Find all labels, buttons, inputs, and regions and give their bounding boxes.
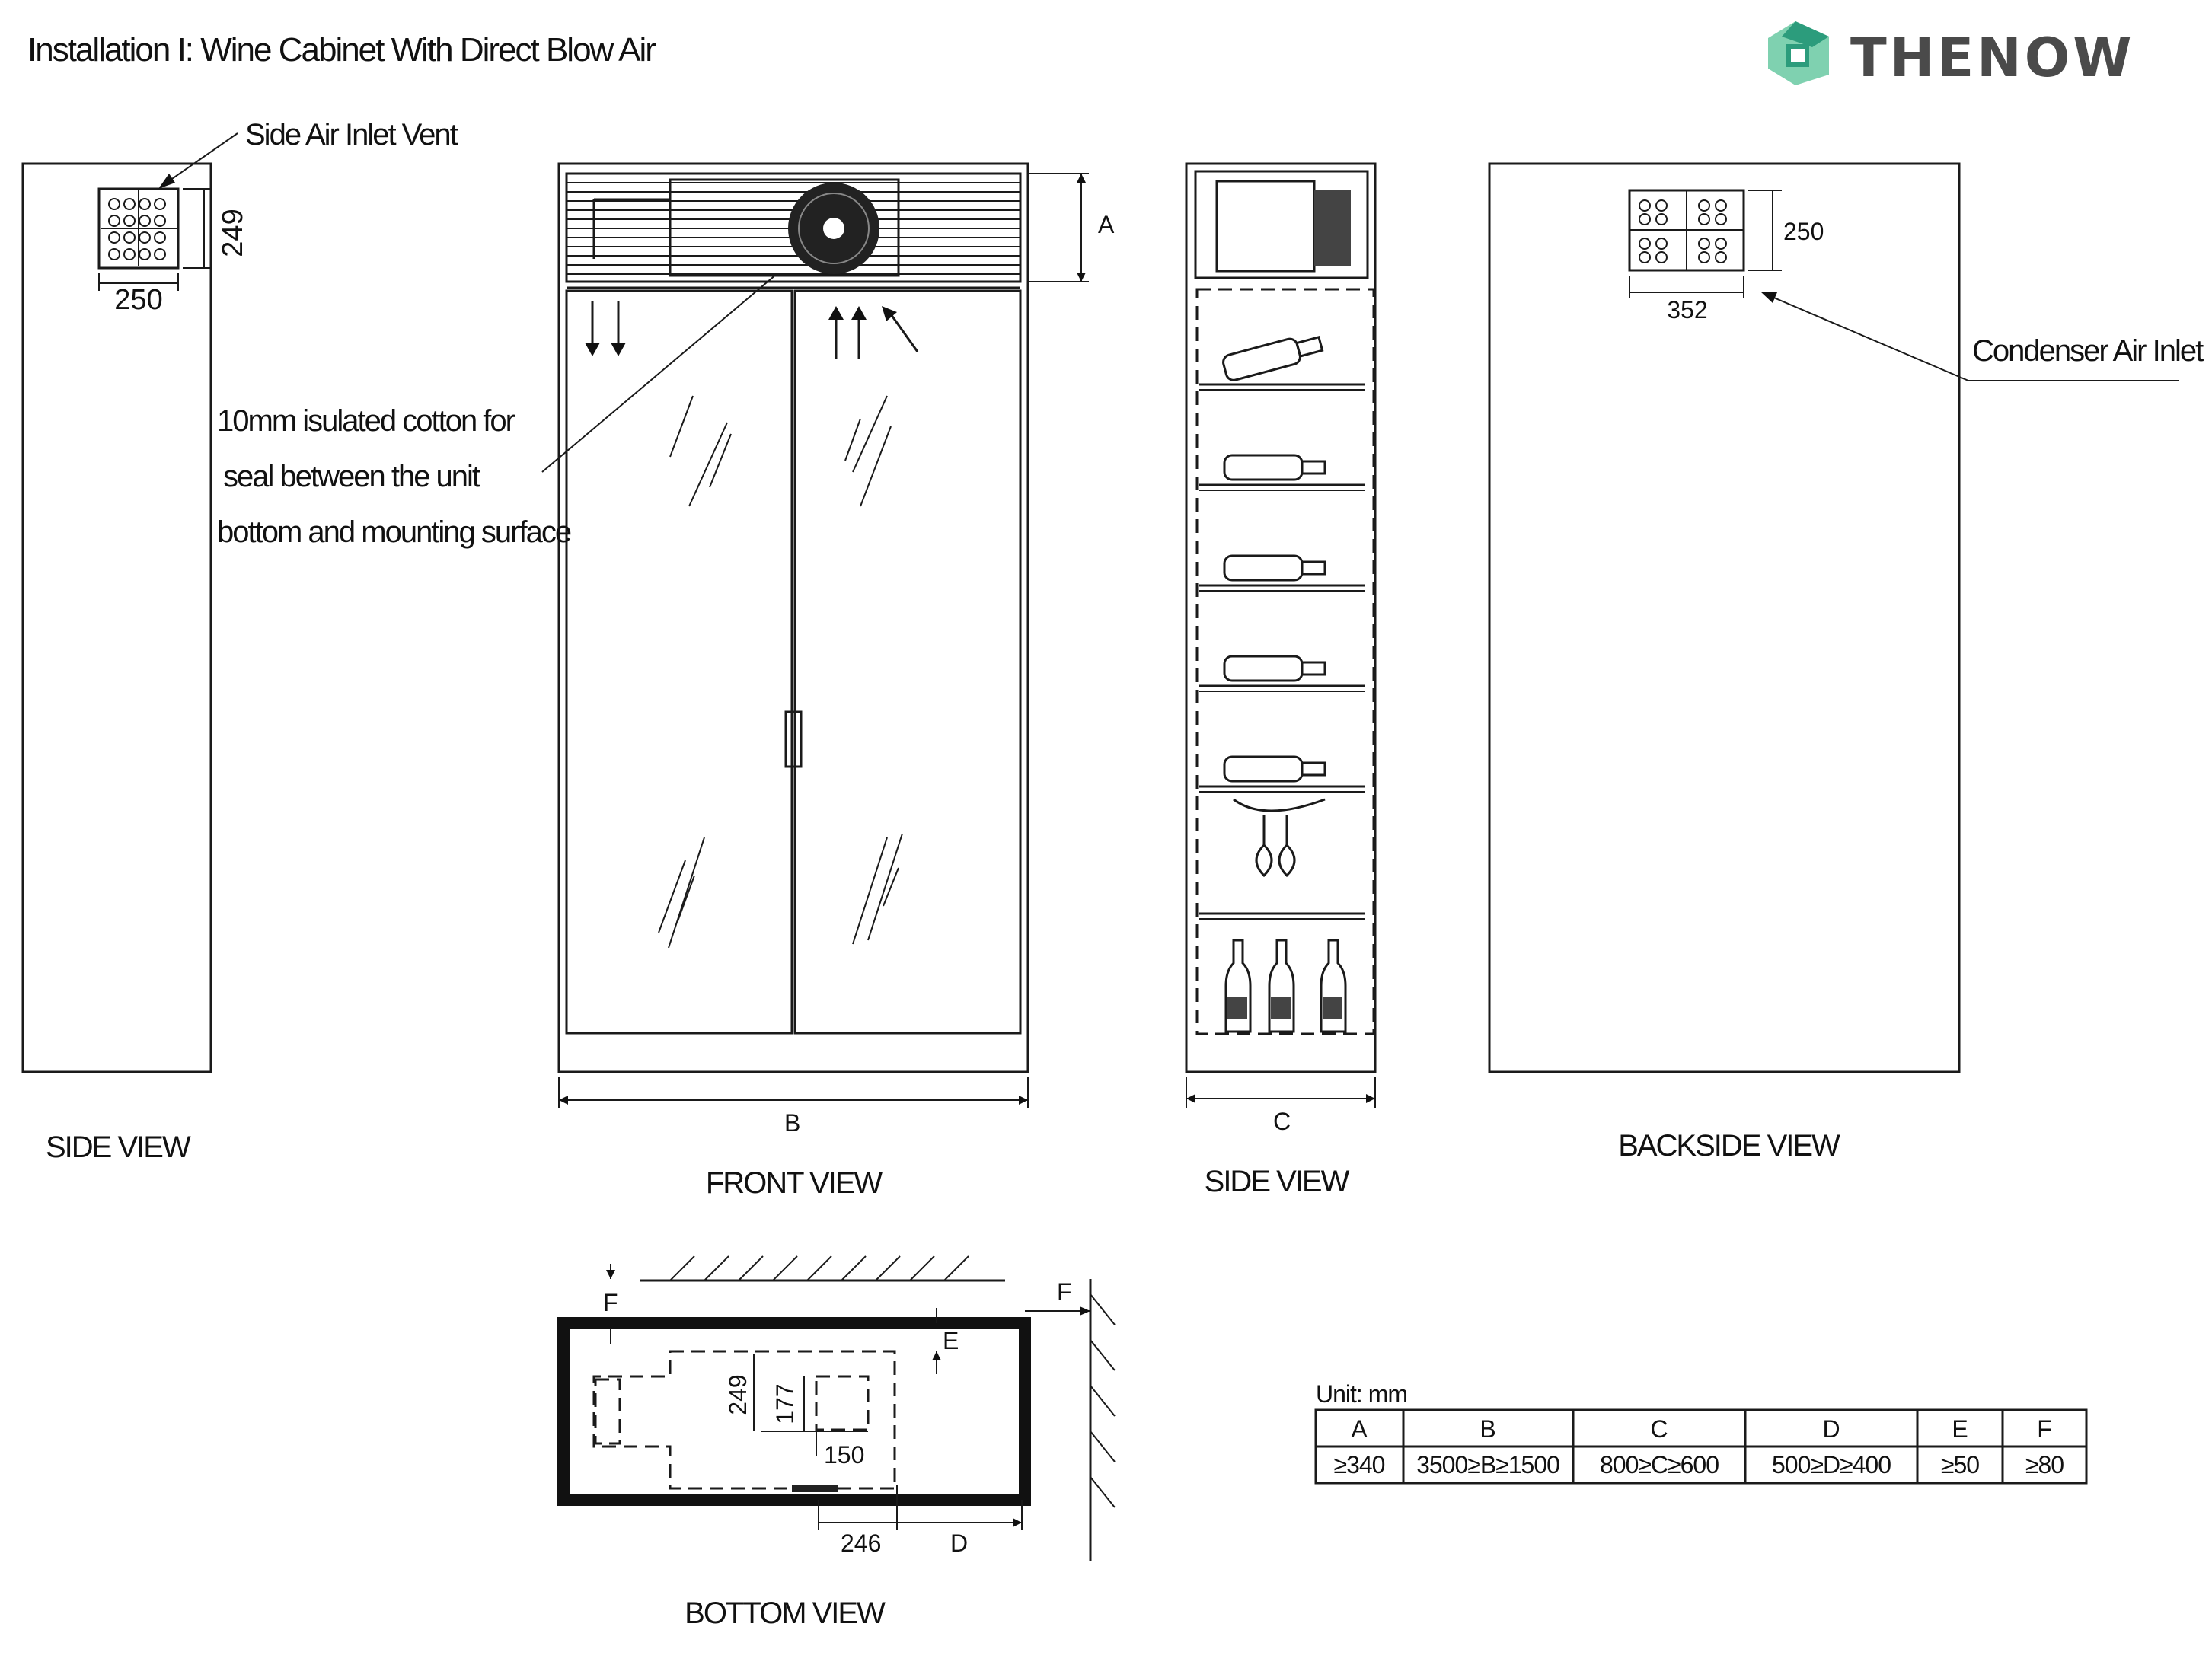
seal-leader-line — [541, 273, 777, 473]
table-value-d: 500≥D≥400 — [1772, 1451, 1891, 1478]
backside-view: 250 352 Condenser Air Inlet BACKSIDE VIE… — [1488, 162, 2205, 1163]
dim-150: 150 — [824, 1441, 864, 1469]
brand-name: THENOW — [1850, 27, 2134, 89]
table-header-e: E — [1952, 1415, 1968, 1443]
bottom-view: 249 177 150 F F E 246 D BOTTOM VIEW — [557, 1255, 1116, 1630]
seal-note-line-2: seal between the unit — [223, 460, 480, 493]
seal-note-line-1: 10mm isulated cotton for — [217, 404, 515, 438]
backside-view-label: BACKSIDE VIEW — [1618, 1129, 1840, 1163]
left-side-view: 249 250 Side Air Inlet Vent SIDE VIEW — [21, 118, 460, 1164]
brand-logo: THENOW — [1768, 21, 2134, 89]
table-header-c: C — [1650, 1415, 1668, 1443]
storage-compartment — [1195, 288, 1375, 1035]
airflow-arrows — [585, 301, 919, 359]
wine-shelves — [1199, 383, 1365, 920]
table-value-c: 800≥C≥600 — [1600, 1451, 1719, 1478]
cooling-unit-outline — [592, 1350, 896, 1490]
side-air-inlet-label: Side Air Inlet Vent — [245, 118, 458, 152]
dim-177: 177 — [771, 1383, 799, 1424]
cooling-unit-detail — [1225, 190, 1288, 266]
table-value-a: ≥340 — [1334, 1451, 1385, 1478]
table-header-f: F — [2037, 1415, 2052, 1443]
condenser-air-inlet-vent — [1628, 189, 1745, 272]
table-header-a: A — [1351, 1415, 1368, 1443]
dim-a: A — [1098, 211, 1115, 238]
dim-b: B — [784, 1109, 800, 1137]
back-panel — [1488, 162, 1961, 1073]
table-unit-label: Unit: mm — [1316, 1380, 1407, 1408]
table-header-d: D — [1822, 1415, 1840, 1443]
table-value-e: ≥50 — [1941, 1451, 1979, 1478]
wine-bottles — [1222, 335, 1347, 1033]
table-header-b: B — [1479, 1415, 1495, 1443]
dim-c: C — [1273, 1108, 1291, 1135]
dim-f-top: F — [603, 1289, 618, 1316]
right-side-panel — [1185, 162, 1377, 1073]
seal-note-line-3: bottom and mounting surface — [217, 515, 571, 549]
dim-f-right: F — [1057, 1278, 1072, 1306]
left-glass-door — [565, 289, 793, 1035]
left-side-panel — [21, 162, 212, 1073]
side-vent-width: 250 — [114, 284, 162, 316]
side-air-inlet-vent — [97, 187, 180, 270]
clearance-table: Unit: mm A B C D E F ≥340 3500≥B≥1500 80… — [1314, 1380, 2088, 1485]
front-view: 10mm isulated cotton for seal between th… — [217, 162, 1115, 1200]
back-vent-width: 352 — [1667, 296, 1707, 324]
dim-246: 246 — [841, 1529, 881, 1557]
dim-d: D — [950, 1529, 968, 1557]
table-value-b: 3500≥B≥1500 — [1416, 1451, 1559, 1478]
bottom-view-label: BOTTOM VIEW — [685, 1596, 886, 1630]
back-vent-height: 250 — [1783, 218, 1824, 245]
dim-e: E — [943, 1327, 959, 1354]
front-view-label: FRONT VIEW — [706, 1166, 883, 1200]
dim-249-bottom: 249 — [724, 1374, 752, 1415]
glass-reflections — [658, 395, 903, 949]
front-cabinet-outline — [557, 162, 1029, 1073]
brand-logo-icon — [1768, 21, 1829, 85]
right-glass-door — [793, 289, 1022, 1035]
side-vent-height: 249 — [217, 209, 249, 257]
left-side-view-label: SIDE VIEW — [46, 1131, 191, 1164]
cabinet-footprint — [557, 1317, 1031, 1506]
table-value-f: ≥80 — [2025, 1451, 2064, 1478]
condenser-air-inlet-label: Condenser Air Inlet — [1972, 334, 2204, 368]
door-handle — [784, 710, 803, 768]
right-side-view: C SIDE VIEW — [1185, 162, 1377, 1198]
right-side-view-label: SIDE VIEW — [1205, 1165, 1350, 1198]
page-title: Installation I: Wine Cabinet With Direct… — [27, 31, 656, 69]
